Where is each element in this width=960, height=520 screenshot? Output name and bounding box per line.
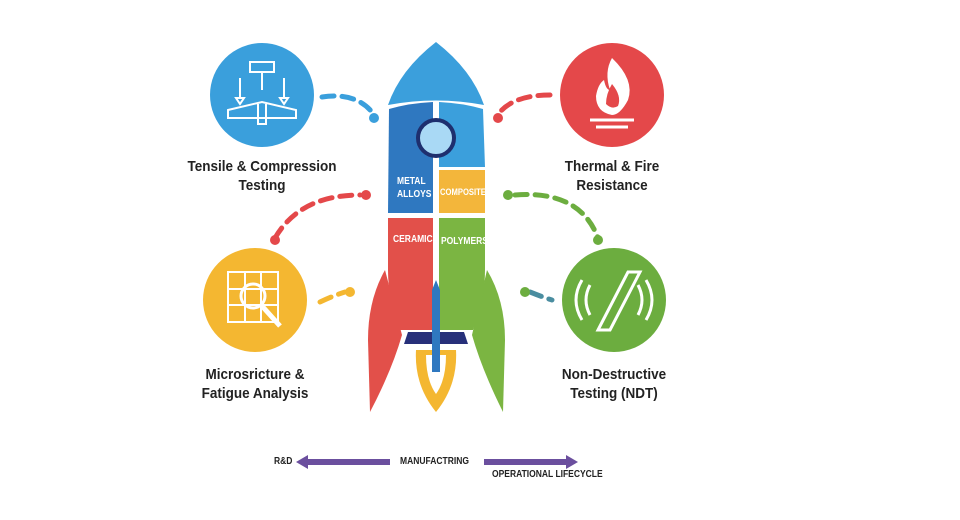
timeline-arrows xyxy=(296,455,578,469)
label-composites: COMPOSITES xyxy=(440,187,492,197)
timeline-manufacturing: MANUFACTRING xyxy=(400,456,469,467)
wave-sensor-icon xyxy=(574,270,654,332)
timeline-rd: R&D xyxy=(274,456,293,467)
node-label-line: Microsricture & xyxy=(205,366,305,383)
panel-composites xyxy=(439,170,485,213)
connector-micro-b xyxy=(317,289,348,305)
connector-ndt-b xyxy=(527,289,555,303)
label-polymers: POLYMERS xyxy=(441,236,488,247)
magnifier-grid-icon xyxy=(227,271,282,328)
connector-ndt xyxy=(512,192,601,241)
label-ceramics: CERAMICS xyxy=(393,234,439,245)
node-label-line: Thermal & Fire xyxy=(564,158,660,175)
node-label-line: Testing xyxy=(238,177,286,194)
porthole xyxy=(416,118,456,158)
connector-tensile xyxy=(319,93,375,115)
node-label-line: Fatigue Analysis xyxy=(201,385,309,402)
connector-micro xyxy=(272,192,363,241)
label-metal: METAL xyxy=(397,176,426,187)
timeline-operational: OPERATIONAL LIFECYCLE xyxy=(492,469,603,480)
center-rod xyxy=(432,280,440,372)
panel-polymers xyxy=(439,218,485,330)
node-label-line: Testing (NDT) xyxy=(570,385,658,402)
connector-thermal xyxy=(497,92,553,115)
node-circle-micro xyxy=(203,248,307,352)
fire-icon xyxy=(590,58,634,129)
press-test-icon xyxy=(227,61,297,125)
nose-cone xyxy=(388,42,484,105)
panel-ceramics xyxy=(388,218,433,330)
label-alloys: ALLOYS xyxy=(397,189,432,200)
node-label-line: Tensile & Compression xyxy=(187,158,337,175)
node-circle-tensile xyxy=(210,43,314,147)
node-label-micro: Microsricture & Fatigue Analysis xyxy=(165,365,345,403)
node-label-line: Resistance xyxy=(576,177,648,194)
connector-dots xyxy=(270,113,603,297)
node-label-line: Non-Destructive xyxy=(561,366,667,383)
